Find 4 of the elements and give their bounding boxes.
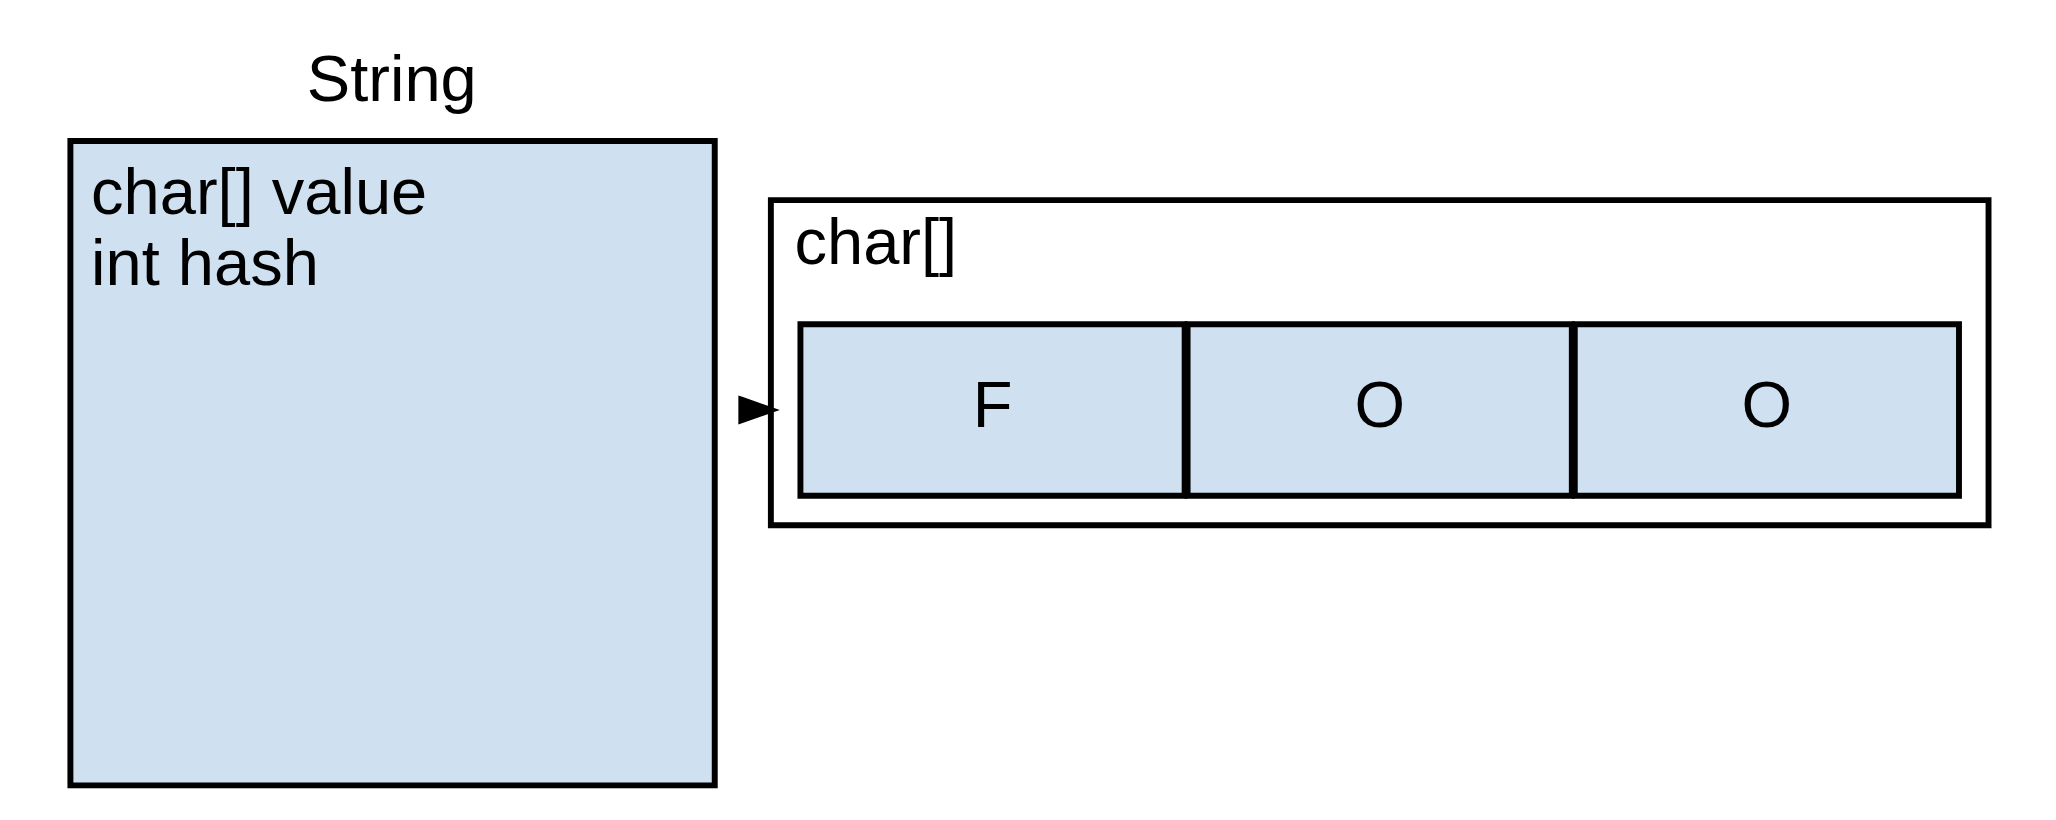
node-label: String [306,42,477,116]
node-box: F [797,321,1188,499]
node-box: O [1184,321,1575,499]
node-box: O [1571,321,1962,499]
